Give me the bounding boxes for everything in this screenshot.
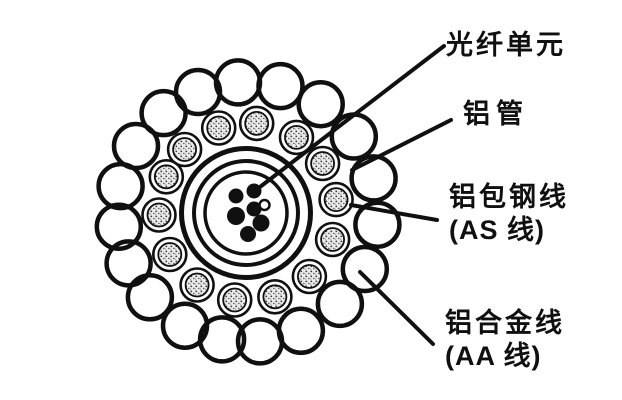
- as-wire-core: [184, 272, 210, 298]
- fiber-dot: [240, 226, 256, 242]
- as-wire-core: [222, 287, 248, 313]
- label-as-wire-line2: (AS 线): [449, 215, 545, 245]
- aa-wire: [213, 58, 263, 107]
- tube-ring: [192, 159, 300, 267]
- as-wire-core: [296, 264, 322, 289]
- aa-wire: [329, 112, 379, 161]
- as-wire-core: [323, 187, 349, 213]
- label-fiber-unit-text: 光纤单元: [446, 30, 566, 60]
- label-as-wire: 铝包钢线 (AS 线): [449, 181, 569, 247]
- aa-wire: [296, 79, 345, 129]
- aa-wire: [96, 161, 145, 211]
- aa-wire: [235, 317, 285, 366]
- as-wire-core: [206, 115, 232, 141]
- as-wire-core: [320, 227, 346, 252]
- as-wire-core: [157, 242, 183, 267]
- aa-wire: [315, 279, 365, 329]
- aa-wire: [125, 273, 175, 322]
- aluminum-tube-rings: [179, 146, 313, 280]
- as-wire-core: [244, 111, 270, 136]
- aa-wire: [160, 301, 210, 350]
- tube-ring: [179, 146, 313, 280]
- as-wire-core: [310, 151, 336, 176]
- label-aa-wire: 铝合金线 (AA 线): [445, 307, 565, 373]
- aa-wire: [349, 154, 398, 203]
- label-as-wire-line1: 铝包钢线: [449, 182, 569, 212]
- leader-line-as-wire: [349, 203, 439, 222]
- leader-line-aa-wire: [358, 270, 435, 346]
- aa-wire: [139, 88, 188, 138]
- as-wire-core: [172, 137, 198, 162]
- label-fiber-unit: 光纤单元: [446, 29, 566, 62]
- aa-wire: [104, 239, 153, 288]
- middle-as-wire-layer: [141, 105, 354, 318]
- leader-lines: [254, 44, 453, 346]
- fiber-unit-dots: [227, 183, 271, 242]
- fiber-dot: [246, 201, 262, 217]
- fiber-dot: [252, 214, 270, 232]
- fiber-dot: [228, 188, 244, 204]
- aa-wire: [94, 202, 144, 251]
- tube-ring: [203, 170, 289, 256]
- label-aluminum-tube-text: 铝管: [463, 99, 529, 129]
- leader-line-fiber-unit: [254, 44, 446, 192]
- aa-wire: [276, 306, 326, 356]
- outer-aa-wire-layer: [94, 58, 402, 366]
- fiber-open-ring: [258, 198, 271, 212]
- aa-wire: [256, 61, 305, 111]
- label-aa-wire-line2: (AA 线): [445, 341, 542, 371]
- as-wire-core: [146, 202, 172, 228]
- fiber-dot: [227, 207, 245, 225]
- aa-wire: [353, 200, 402, 249]
- aa-wire: [111, 121, 161, 171]
- leader-line-aluminum-tube: [350, 118, 453, 172]
- as-wire-core: [262, 284, 288, 310]
- label-aluminum-tube: 铝管: [463, 98, 529, 131]
- aa-wire: [340, 244, 390, 294]
- as-wire-core: [284, 124, 309, 150]
- label-aa-wire-line1: 铝合金线: [445, 308, 565, 338]
- as-wire-core: [153, 164, 179, 190]
